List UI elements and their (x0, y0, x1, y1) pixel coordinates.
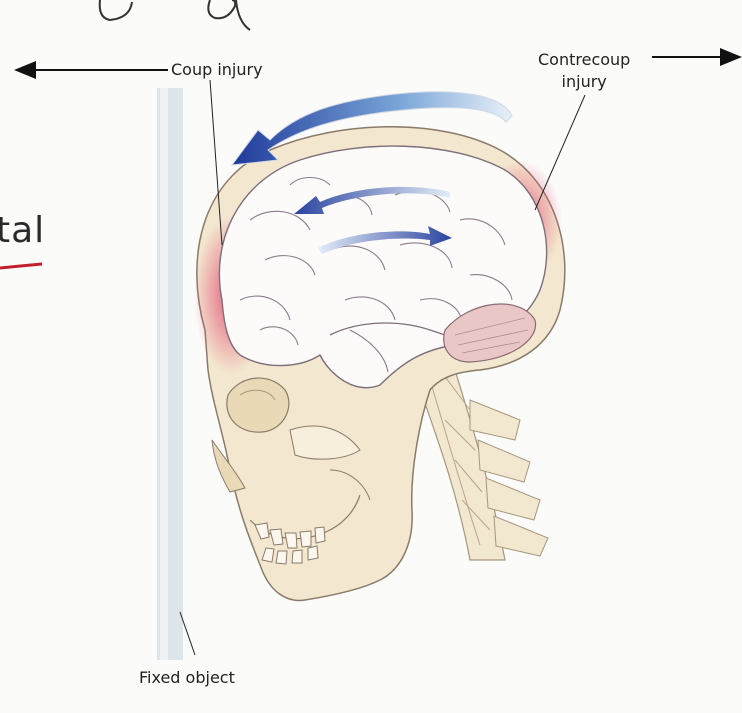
contrecoup-label-line2: injury (561, 72, 607, 91)
brain (218, 145, 548, 389)
fixed-object-label: Fixed object (139, 668, 235, 687)
cervical-spine (409, 359, 549, 561)
contrecoup-leader-line (534, 94, 586, 211)
cheekbone (289, 425, 361, 460)
brain-motion-arrow-forward (318, 226, 452, 254)
jaw-and-teeth (249, 469, 371, 565)
coup-injury-label: Coup injury (171, 60, 263, 79)
right-direction-arrow (652, 48, 742, 66)
red-underline (0, 262, 43, 270)
nasal-cavity (211, 439, 246, 493)
contrecoup-injury-label: Contrecoup injury (538, 49, 630, 93)
brain-motion-arrow-back (294, 186, 450, 214)
contrecoup-label-line1: Contrecoup (538, 50, 631, 69)
partial-handwriting-top (98, 0, 251, 31)
head-motion-arrow (230, 91, 513, 166)
left-direction-arrow (14, 61, 168, 79)
coup-leader-line (209, 79, 223, 246)
fixed-object-leader-line (179, 611, 196, 656)
partial-heading-text: tal (0, 210, 46, 251)
eye-socket (226, 377, 290, 433)
